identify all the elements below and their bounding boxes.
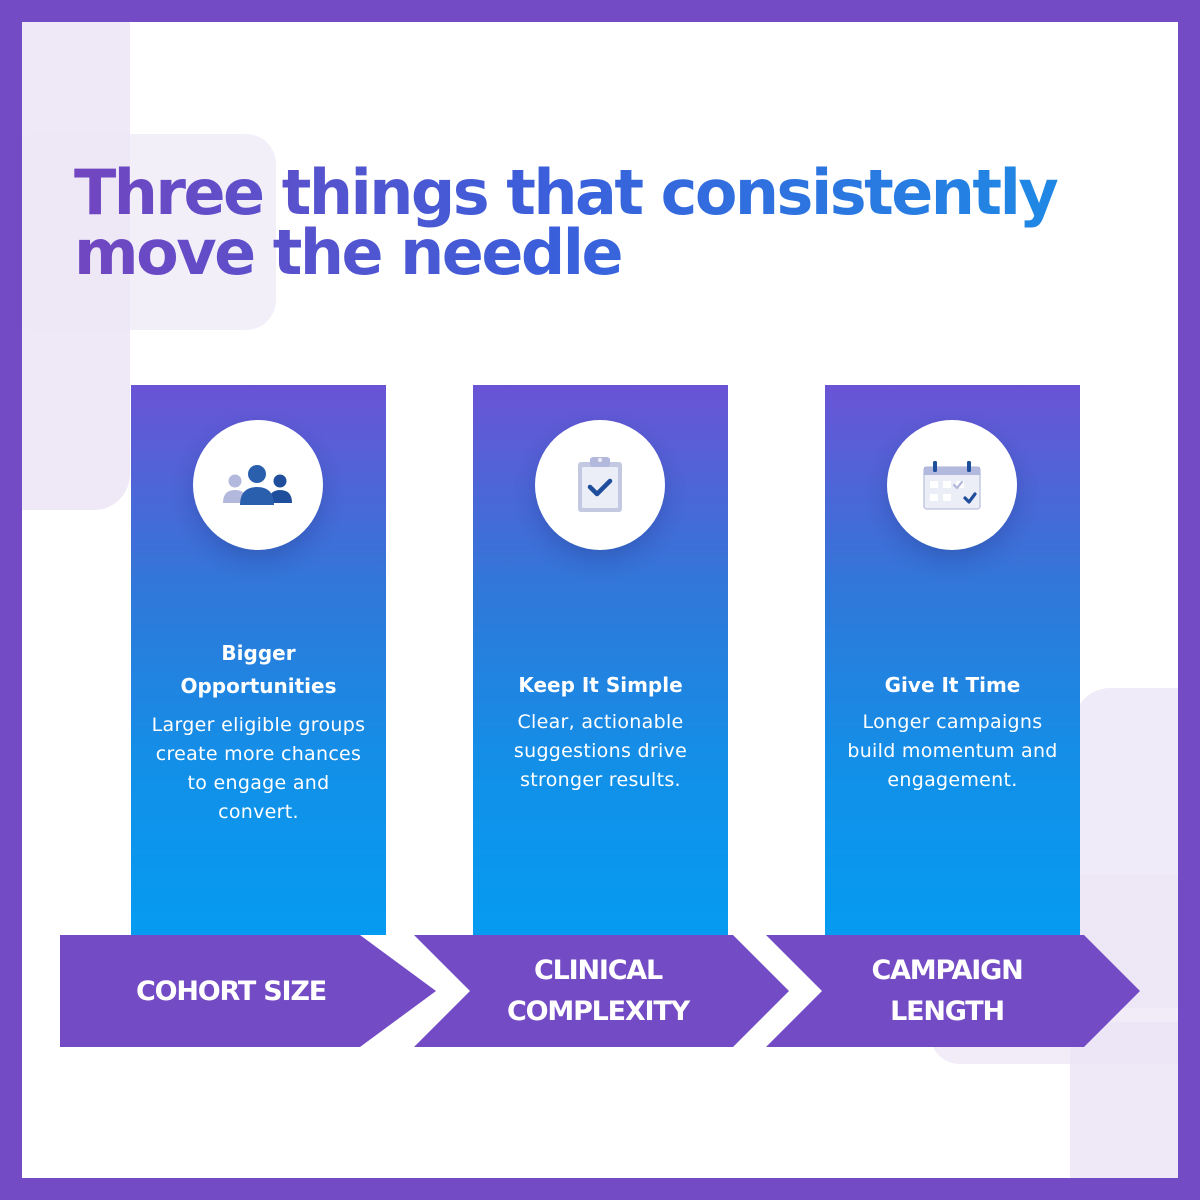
card-title: Keep It Simple bbox=[518, 673, 683, 697]
card-title: Bigger Opportunities bbox=[180, 641, 337, 698]
title-line-1: Three things that consistently bbox=[74, 156, 1057, 229]
card-title: Give It Time bbox=[884, 673, 1021, 697]
people-group-icon bbox=[223, 465, 292, 505]
icon-badge bbox=[887, 420, 1017, 550]
card-description: Larger eligible groups create more chanc… bbox=[151, 714, 366, 823]
arrow-label-campaign-length: CAMPAIGN LENGTH bbox=[871, 955, 1024, 1027]
arrow-label-clinical-complexity: CLINICAL COMPLEXITY bbox=[507, 955, 690, 1027]
decorative-shape bbox=[1070, 1022, 1178, 1178]
icon-badge bbox=[193, 420, 323, 550]
title-line-2: move the needle bbox=[74, 216, 622, 289]
arrow-label-cohort-size: COHORT SIZE bbox=[135, 975, 327, 1007]
calendar-check-icon bbox=[923, 461, 981, 510]
card-clinical-complexity: Keep It Simple Clear, actionable suggest… bbox=[473, 385, 728, 935]
card-description: Clear, actionable suggestions drive stro… bbox=[513, 711, 688, 791]
icon-badge bbox=[535, 420, 665, 550]
clipboard-check-icon bbox=[578, 457, 622, 512]
page-title: Three things that consistently move the … bbox=[74, 162, 1134, 282]
card-cohort-size: Bigger Opportunities Larger eligible gro… bbox=[131, 385, 386, 935]
card-campaign-length: Give It Time Longer campaigns build mome… bbox=[825, 385, 1080, 935]
card-description: Longer campaigns build momentum and enga… bbox=[847, 711, 1058, 791]
infographic-frame: Three things that consistently move the … bbox=[22, 22, 1178, 1178]
decorative-shape bbox=[22, 134, 276, 330]
